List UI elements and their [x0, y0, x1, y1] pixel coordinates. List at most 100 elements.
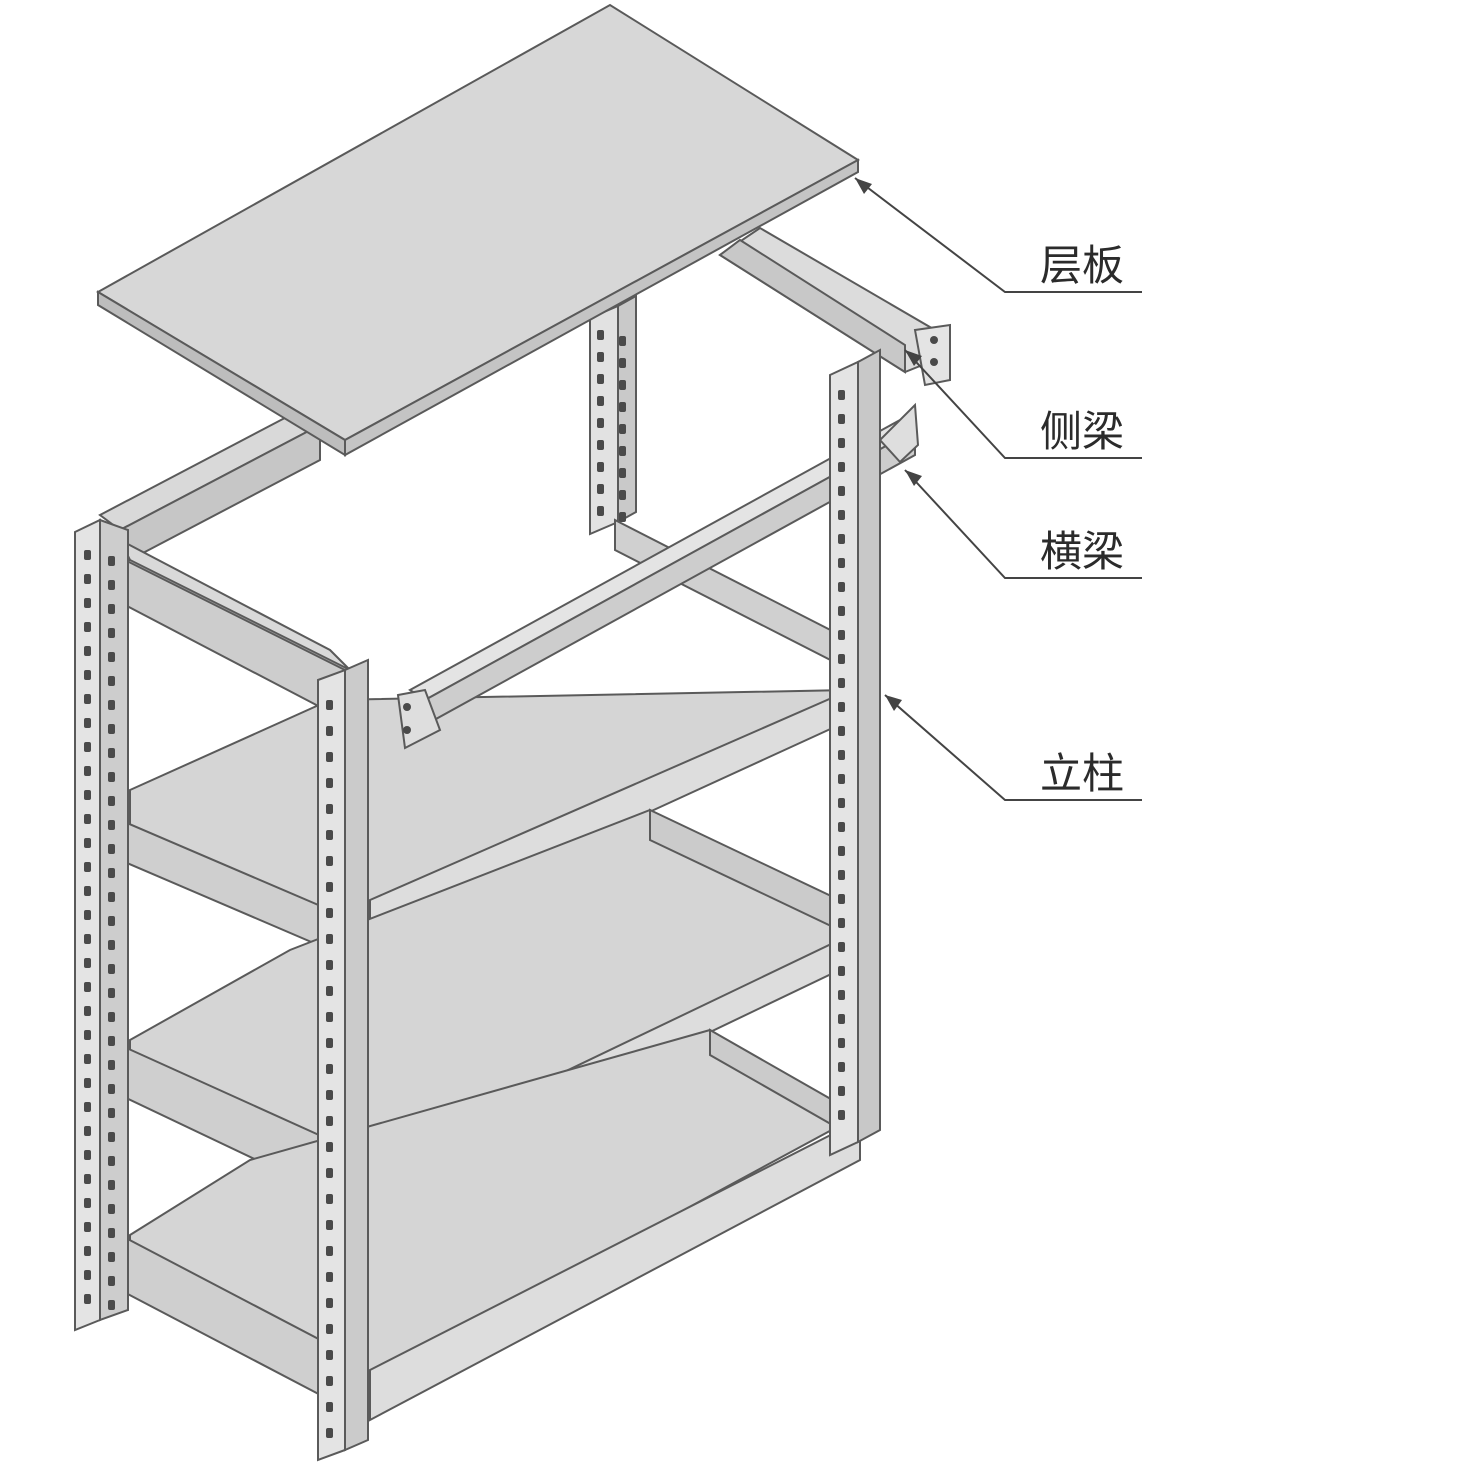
slot-hole	[108, 1036, 115, 1046]
slot-hole	[326, 986, 333, 996]
slot-hole	[108, 628, 115, 638]
slot-hole	[84, 1174, 91, 1184]
slot-hole	[838, 1062, 845, 1072]
slot-hole	[108, 940, 115, 950]
slot-hole	[326, 700, 333, 710]
slot-hole	[108, 868, 115, 878]
slot-hole	[838, 438, 845, 448]
leader-shelf-panel	[854, 177, 1142, 293]
slot-hole	[326, 960, 333, 970]
slot-hole	[619, 512, 626, 522]
slot-hole	[108, 652, 115, 662]
slot-hole	[326, 1402, 333, 1412]
slot-hole	[326, 1012, 333, 1022]
slot-hole	[84, 550, 91, 560]
slot-hole	[84, 646, 91, 656]
slot-hole	[108, 1300, 115, 1310]
slot-hole	[84, 718, 91, 728]
slot-hole	[597, 440, 604, 450]
slot-hole	[619, 490, 626, 500]
slot-hole	[838, 990, 845, 1000]
slot-hole	[84, 1102, 91, 1112]
slot-hole	[108, 916, 115, 926]
slot-hole	[108, 772, 115, 782]
slot-hole	[108, 748, 115, 758]
leader-upright	[884, 694, 1142, 801]
slot-hole	[619, 424, 626, 434]
slot-hole	[619, 380, 626, 390]
slot-hole	[838, 582, 845, 592]
front-upright	[317, 658, 369, 1462]
slot-hole	[108, 556, 115, 566]
slot-hole	[84, 670, 91, 680]
slot-hole	[84, 982, 91, 992]
slot-hole	[838, 510, 845, 520]
slot-hole	[108, 1228, 115, 1238]
slot-hole	[326, 804, 333, 814]
slot-hole	[84, 1150, 91, 1160]
exploded-cross-beam	[396, 402, 920, 750]
slot-hole	[84, 1054, 91, 1064]
slot-hole	[84, 814, 91, 824]
slot-hole	[619, 358, 626, 368]
slot-hole	[838, 894, 845, 904]
slot-hole	[84, 766, 91, 776]
slot-hole	[838, 654, 845, 664]
leader-cross-beam	[904, 469, 1142, 579]
slot-hole	[108, 796, 115, 806]
slot-hole	[326, 1272, 333, 1282]
slot-hole	[838, 630, 845, 640]
slot-hole	[326, 856, 333, 866]
slot-hole	[84, 1030, 91, 1040]
slot-hole	[84, 622, 91, 632]
exploded-shelf-panel	[96, 3, 860, 457]
slot-hole	[326, 1038, 333, 1048]
right-upright	[829, 348, 881, 1157]
slot-hole	[108, 1132, 115, 1142]
rear-left-upright	[589, 294, 637, 536]
top-front-side-beam	[117, 537, 351, 722]
slot-hole	[326, 908, 333, 918]
slot-hole	[597, 352, 604, 362]
slot-hole	[84, 958, 91, 968]
slot-hole	[108, 1204, 115, 1214]
slot-hole	[326, 1220, 333, 1230]
slot-hole	[838, 678, 845, 688]
slot-hole	[84, 1294, 91, 1304]
slot-hole	[108, 1108, 115, 1118]
slot-hole	[326, 1376, 333, 1386]
slot-hole	[108, 580, 115, 590]
slot-hole	[326, 1246, 333, 1256]
slot-hole	[597, 506, 604, 516]
slot-hole	[108, 988, 115, 998]
slot-hole	[838, 558, 845, 568]
leader-side-beam	[904, 349, 1142, 459]
slot-hole	[838, 774, 845, 784]
slot-hole	[84, 1198, 91, 1208]
slot-hole	[838, 702, 845, 712]
slot-hole	[838, 1038, 845, 1048]
slot-hole	[84, 598, 91, 608]
slot-hole	[108, 820, 115, 830]
slot-hole	[326, 778, 333, 788]
slot-hole	[838, 462, 845, 472]
slot-hole	[84, 1222, 91, 1232]
shelf-level-4	[119, 1028, 861, 1422]
slot-hole	[838, 534, 845, 544]
slot-hole	[108, 1276, 115, 1286]
slot-hole	[108, 1084, 115, 1094]
slot-hole	[326, 1324, 333, 1334]
slot-hole	[838, 822, 845, 832]
slot-hole	[108, 1156, 115, 1166]
slot-hole	[838, 606, 845, 616]
slot-hole	[838, 726, 845, 736]
slot-hole	[108, 844, 115, 854]
slot-hole	[838, 1086, 845, 1096]
slot-hole	[108, 1180, 115, 1190]
slot-hole	[838, 390, 845, 400]
slot-hole	[619, 446, 626, 456]
slot-hole	[84, 886, 91, 896]
label-upright: 立柱	[1040, 749, 1124, 798]
slot-hole	[838, 1110, 845, 1120]
